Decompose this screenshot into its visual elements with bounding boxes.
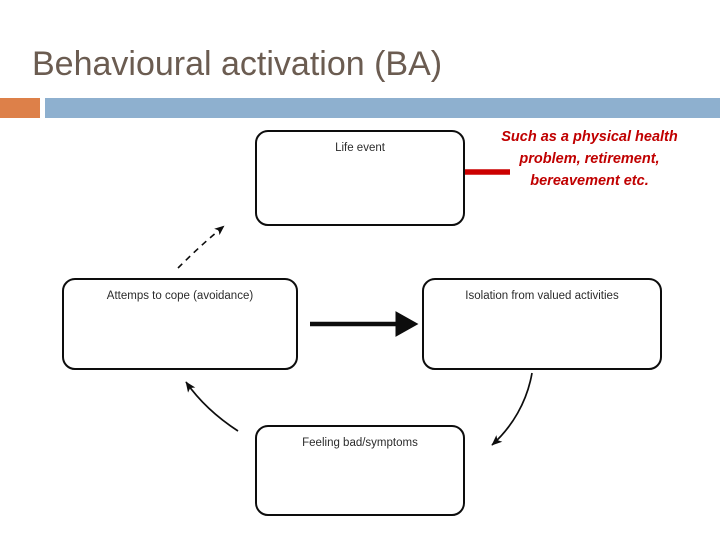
accent-bar <box>45 98 720 118</box>
behavioural-activation-diagram: Life event Attemps to cope (avoidance) I… <box>0 118 720 540</box>
connector-attempts-to-life-event <box>177 225 225 269</box>
connector-feeling-bad-to-attempts <box>185 381 239 432</box>
diagram-node-feeling-bad[interactable]: Feeling bad/symptoms <box>255 425 465 516</box>
node-label: Isolation from valued activities <box>465 290 619 302</box>
accent-block-icon <box>0 98 40 118</box>
node-label: Life event <box>335 142 385 154</box>
node-label: Attemps to cope (avoidance) <box>106 290 254 302</box>
node-label: Feeling bad/symptoms <box>302 437 418 449</box>
connector-isolation-to-feeling-bad <box>491 372 533 446</box>
diagram-node-attempts-to-cope[interactable]: Attemps to cope (avoidance) <box>62 278 298 370</box>
page-title: Behavioural activation (BA) <box>32 45 443 83</box>
annotation-label: Such as a physical health problem, retir… <box>501 129 678 189</box>
diagram-node-isolation[interactable]: Isolation from valued activities <box>422 278 662 370</box>
title-divider <box>0 98 720 118</box>
diagram-node-life-event[interactable]: Life event <box>255 130 465 226</box>
